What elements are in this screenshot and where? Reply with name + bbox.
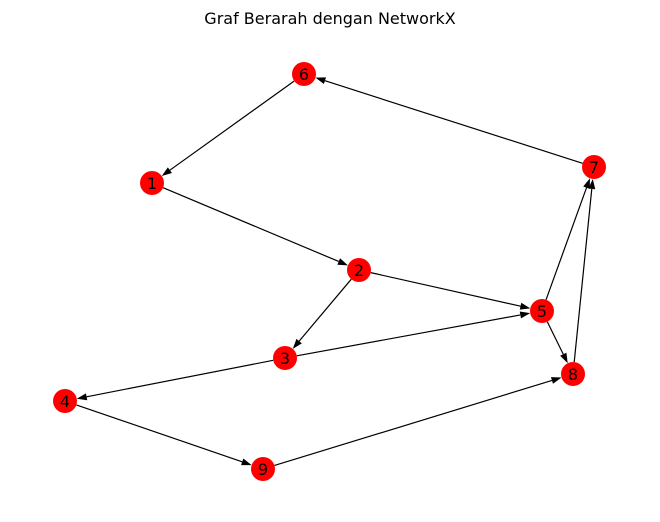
edge-line	[573, 188, 593, 363]
node-4: 4	[53, 389, 77, 413]
arrowhead	[337, 258, 348, 266]
edge-line	[274, 379, 553, 467]
edge-2-to-3	[292, 278, 352, 349]
node-circle	[140, 171, 164, 195]
graph-title: Graf Berarah dengan NetworkX	[204, 9, 455, 28]
node-circle	[530, 299, 554, 323]
edge-line	[86, 359, 274, 398]
edge-line	[546, 321, 564, 355]
edge-3-to-5	[296, 311, 531, 357]
edge-5-to-7	[545, 178, 590, 300]
node-8: 8	[561, 362, 585, 386]
edge-line	[296, 314, 521, 357]
node-circle	[582, 155, 606, 179]
edge-line	[324, 80, 583, 164]
node-2: 2	[347, 258, 371, 282]
node-label: 6	[299, 65, 309, 84]
node-5: 5	[530, 299, 554, 323]
node-circle	[561, 362, 585, 386]
node-label: 5	[537, 302, 547, 321]
arrowhead	[241, 458, 252, 466]
edge-line	[370, 272, 521, 307]
edge-2-to-5	[370, 272, 531, 310]
edge-9-to-8	[274, 377, 562, 467]
edge-line	[162, 187, 339, 263]
arrowhead	[583, 178, 590, 189]
node-9: 9	[251, 457, 275, 481]
node-label: 8	[568, 365, 578, 384]
node-label: 7	[589, 158, 599, 177]
edge-8-to-7	[573, 178, 596, 363]
edge-3-to-4	[76, 359, 274, 401]
node-circle	[347, 258, 371, 282]
node-7: 7	[582, 155, 606, 179]
node-label: 3	[280, 349, 290, 368]
node-label: 9	[258, 460, 268, 479]
arrowhead	[560, 352, 568, 364]
arrowhead	[292, 338, 302, 349]
arrowhead	[76, 393, 88, 401]
node-label: 4	[60, 392, 70, 411]
edge-line	[169, 80, 295, 171]
node-label: 2	[354, 261, 364, 280]
nodes-layer: 1 2 3 4 5 6 7 8 9	[53, 62, 606, 481]
node-circle	[53, 389, 77, 413]
edge-line	[76, 404, 243, 463]
arrowhead	[315, 77, 327, 85]
node-circle	[251, 457, 275, 481]
edge-4-to-9	[76, 404, 252, 466]
arrowhead	[161, 167, 172, 177]
edge-7-to-6	[315, 77, 583, 164]
node-circle	[273, 346, 297, 370]
edge-6-to-1	[161, 80, 295, 177]
edges-layer	[76, 77, 596, 467]
arrowhead	[550, 377, 562, 384]
arrowhead	[519, 302, 531, 310]
node-circle	[292, 62, 316, 86]
node-label: 1	[147, 174, 157, 193]
arrowhead	[588, 178, 596, 190]
node-3: 3	[273, 346, 297, 370]
edge-line	[298, 278, 352, 342]
node-6: 6	[292, 62, 316, 86]
edge-1-to-2	[162, 187, 348, 266]
edge-5-to-8	[546, 321, 568, 364]
node-1: 1	[140, 171, 164, 195]
edge-line	[545, 187, 588, 300]
arrowhead	[519, 311, 531, 319]
